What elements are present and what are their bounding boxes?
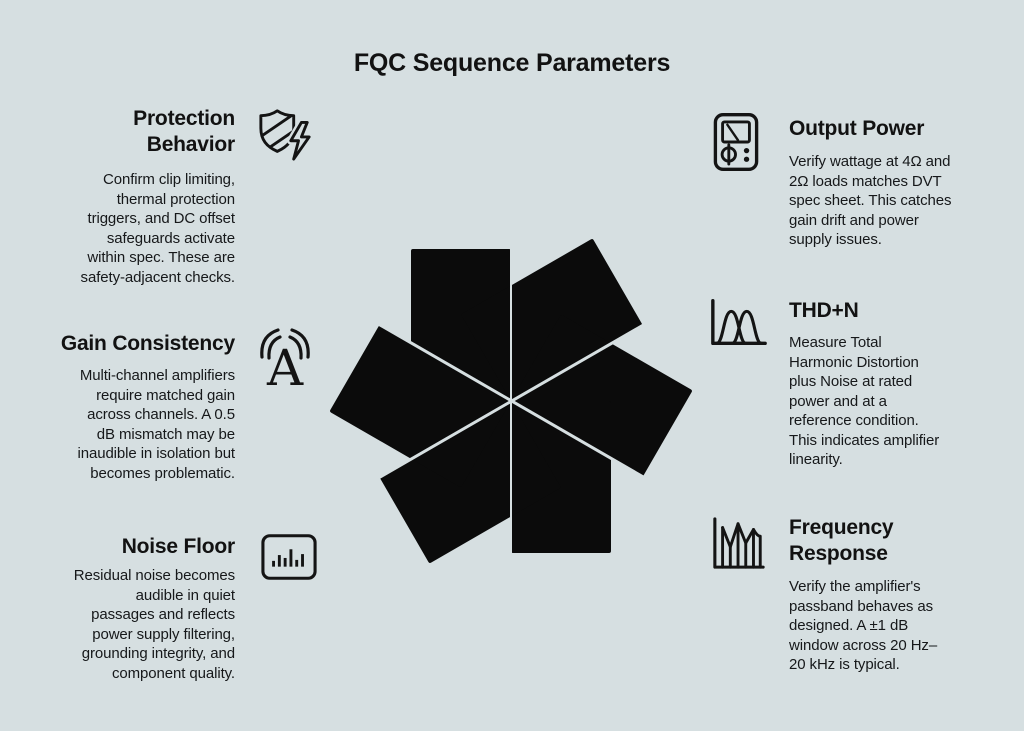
section-body-output-power: Verify wattage at 4Ω and 2Ω loads matche… (789, 153, 952, 248)
distortion-curves-icon (708, 297, 770, 349)
shield-bolt-icon (257, 105, 313, 163)
section-heading-output-power: Output Power (789, 117, 925, 140)
section-body-frequency-response: Verify the amplifier's passband behaves … (789, 578, 938, 673)
multimeter-icon (713, 112, 759, 172)
section-body-protection-behavior: Confirm clip limiting, thermal protectio… (80, 171, 236, 286)
section-heading-noise-floor: Noise Floor (121, 535, 236, 558)
section-body-noise-floor: Residual noise becomes audible in quiet … (73, 567, 235, 682)
spectrum-icon (710, 515, 768, 571)
section-heading-frequency-response: Frequency Response (789, 516, 894, 565)
svg-text:A: A (266, 339, 304, 389)
level-bars-icon (261, 533, 317, 581)
signal-letter-a-icon: A (259, 327, 311, 389)
section-body-thdn: Measure Total Harmonic Distortion plus N… (789, 334, 940, 468)
section-heading-protection-behavior: Protection Behavior (133, 107, 235, 156)
section-body-gain-consistency: Multi-channel amplifiers require matched… (77, 367, 235, 482)
section-heading-thdn: THD+N (789, 299, 859, 322)
section-heading-gain-consistency: Gain Consistency (60, 332, 235, 355)
page-title: FQC Sequence Parameters (353, 49, 671, 77)
